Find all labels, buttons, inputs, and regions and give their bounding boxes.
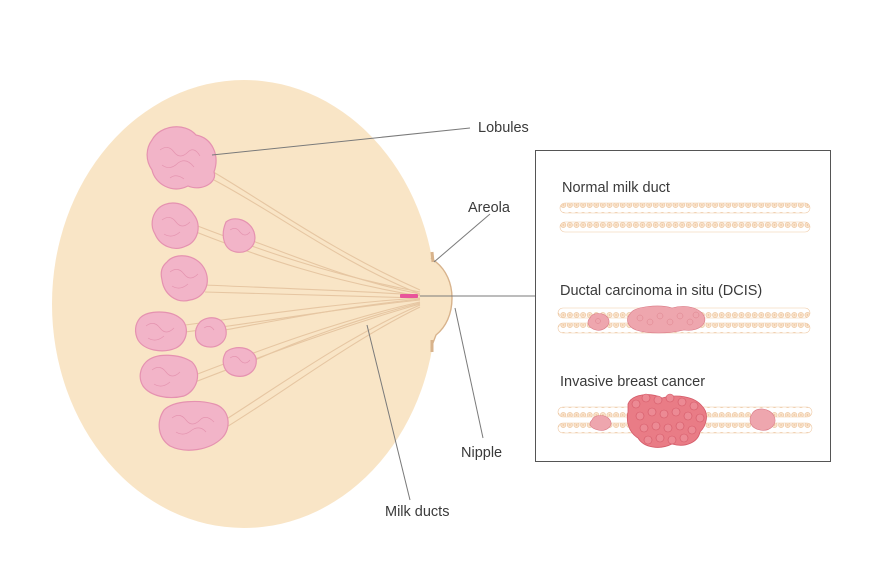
lobule-texture <box>145 147 251 435</box>
leader-lines <box>211 127 536 501</box>
highlight-marker <box>400 294 418 298</box>
areola-leader <box>433 213 491 263</box>
invasive-cluster-left <box>589 415 612 431</box>
invasive-duct-illustration <box>557 393 813 448</box>
lobule-2 <box>151 202 199 249</box>
lobule-4 <box>160 255 208 302</box>
lobule-1 <box>146 126 217 190</box>
lobule-6 <box>194 317 227 348</box>
lobule-8 <box>222 347 257 377</box>
invasive-cluster-right <box>749 408 776 431</box>
dcis-cluster-small <box>587 313 610 331</box>
areola-edge <box>430 251 435 352</box>
areola-label: Areola <box>468 200 510 216</box>
dcis-duct-illustration <box>557 305 811 334</box>
lobule-3 <box>222 218 256 253</box>
nipple-shape <box>430 257 453 349</box>
dcis-title: Ductal carcinoma in situ (DCIS) <box>560 283 763 299</box>
milk-ducts-label: Milk ducts <box>385 504 450 520</box>
dcis-cluster-large <box>627 305 706 334</box>
nipple-label: Nipple <box>461 445 503 461</box>
milk-ducts-leader <box>366 324 411 501</box>
nipple-leader <box>454 307 484 439</box>
invasive-title: Invasive breast cancer <box>560 374 706 390</box>
milk-ducts-group <box>184 169 421 429</box>
normal-duct-illustration <box>559 202 811 233</box>
invasive-tumor <box>626 394 707 448</box>
lobules-group <box>134 126 257 451</box>
lobule-7 <box>139 354 199 399</box>
lobules-label: Lobules <box>478 120 529 136</box>
lobules-leader <box>211 127 471 156</box>
lobule-9 <box>158 400 229 451</box>
breast-outline <box>52 80 436 528</box>
normal-duct-title: Normal milk duct <box>562 180 670 196</box>
lobule-5 <box>134 311 187 352</box>
